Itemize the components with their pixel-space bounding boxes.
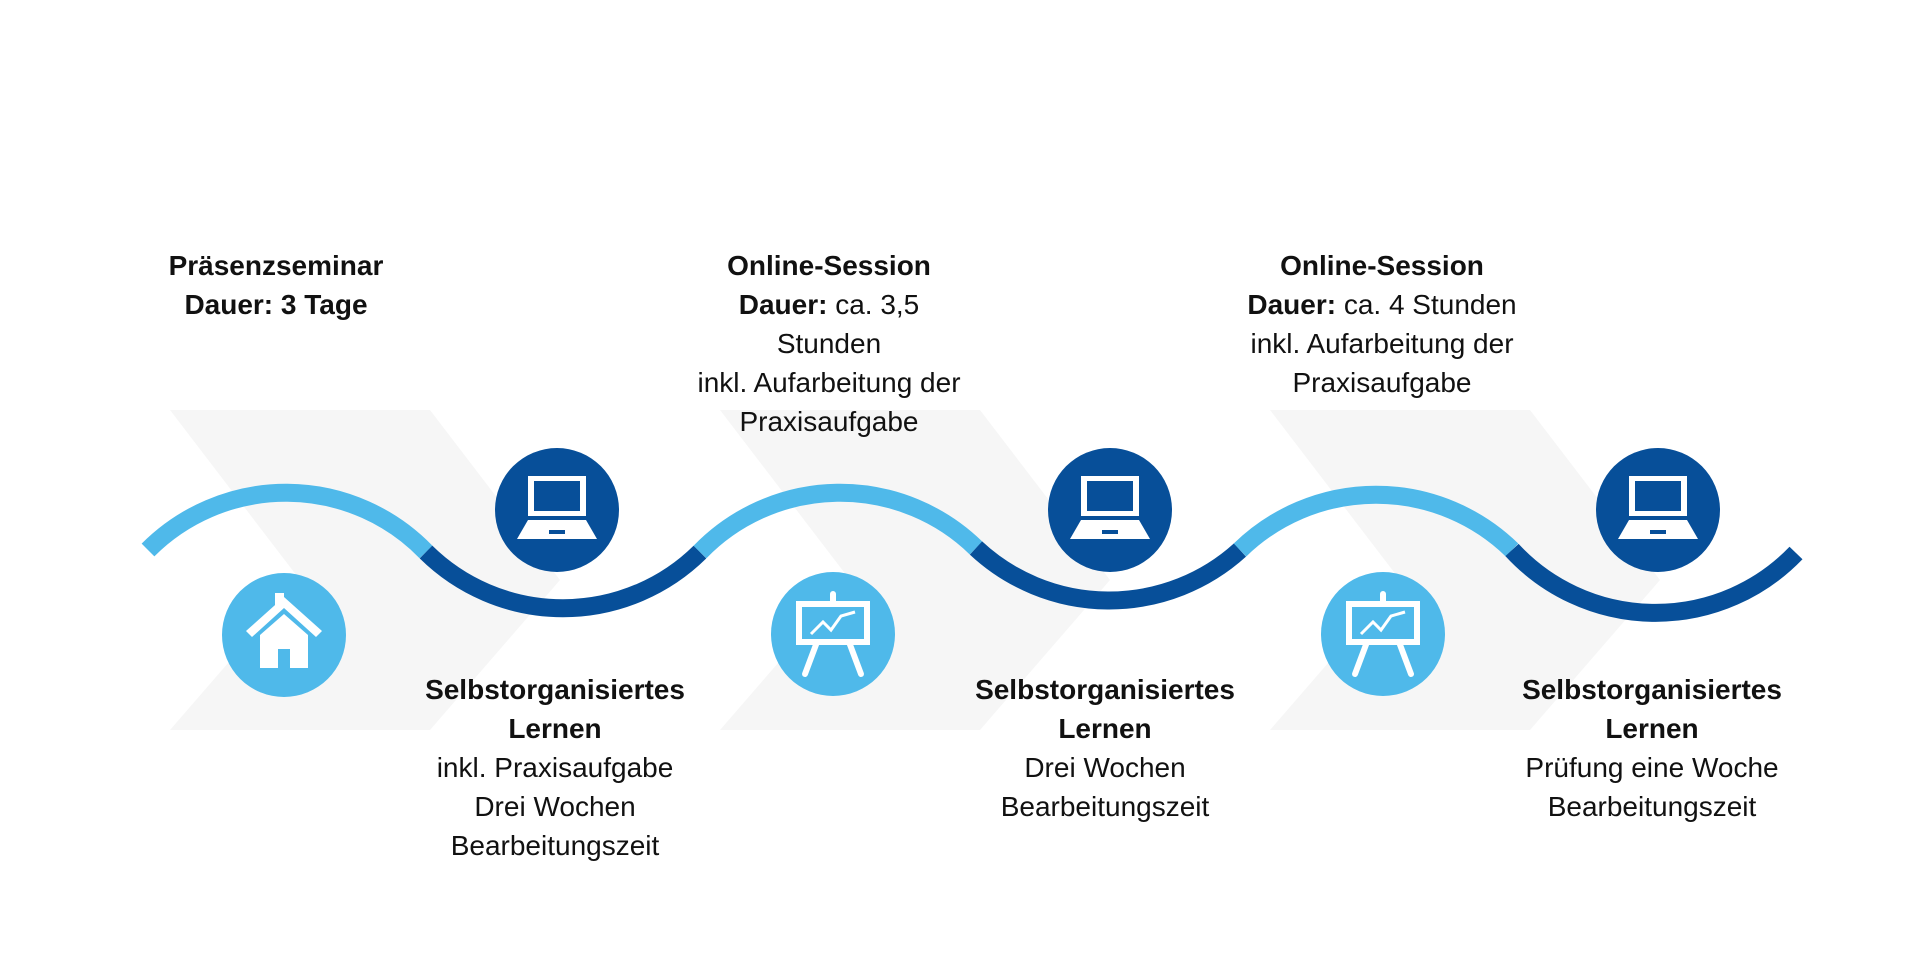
step-detail: Prüfung eine Woche [1525,752,1779,783]
duration-label: Dauer: [184,289,274,320]
duration-value: ca. 3,5 [835,289,920,320]
step-detail: Praxisaufgabe [1292,367,1472,398]
step-title-1: Selbstorganisiertes [1522,674,1782,705]
duration-value: 3 Tage [280,289,368,320]
step-title-1: Selbstorganisiertes [975,674,1235,705]
laptop-icon [1048,448,1172,572]
step-detail: inkl. Aufarbeitung der [697,367,961,398]
step-detail: Bearbeitungszeit [1547,791,1757,822]
step-detail: inkl. Praxisaufgabe [436,752,674,783]
step-title: Präsenzseminar [168,250,384,281]
step-detail: Drei Wochen [474,791,636,822]
duration-label: Dauer: [1247,289,1337,320]
duration-value: ca. 4 Stunden [1343,289,1517,320]
laptop-icon [495,448,619,572]
step-selbstorganisiertes-lernen-2: Selbstorganisiertes Lernen Drei Wochen B… [935,670,1275,826]
step-detail: Praxisaufgabe [739,406,919,437]
wave-arc-dark-2 [969,541,1247,610]
wave-arc-dark-1 [419,545,707,618]
step-praesenzseminar: Präsenzseminar Dauer: 3 Tage [106,246,446,324]
laptop-icon [1596,448,1720,572]
presentation-board-icon [771,572,895,696]
step-title-2: Lernen [508,713,602,744]
step-selbstorganisiertes-lernen-1: Selbstorganisiertes Lernen inkl. Praxisa… [385,670,725,865]
wave-arc-light-1 [141,483,433,559]
step-duration: Dauer: ca. 3,5 [659,285,999,324]
wave-arc-light-2 [693,483,983,559]
step-title: Online-Session [727,250,931,281]
duration-label: Dauer: [738,289,828,320]
wave-arc-dark-3 [1505,543,1803,622]
house-icon [222,573,346,697]
wave-arc-light-3 [1233,485,1519,557]
presentation-board-icon [1321,572,1445,696]
step-detail: Bearbeitungszeit [1000,791,1210,822]
step-online-session-2: Online-Session Dauer: ca. 4 Stunden inkl… [1212,246,1552,402]
step-selbstorganisiertes-lernen-3: Selbstorganisiertes Lernen Prüfung eine … [1482,670,1822,826]
step-duration: Dauer: 3 Tage [106,285,446,324]
step-title: Online-Session [1280,250,1484,281]
step-detail: Drei Wochen [1024,752,1186,783]
step-detail: inkl. Aufarbeitung der [1250,328,1514,359]
step-title-2: Lernen [1058,713,1152,744]
step-duration: Dauer: ca. 4 Stunden [1212,285,1552,324]
step-title-1: Selbstorganisiertes [425,674,685,705]
step-detail: Bearbeitungszeit [450,830,660,861]
step-title-2: Lernen [1605,713,1699,744]
step-detail: Stunden [776,328,882,359]
step-online-session-1: Online-Session Dauer: ca. 3,5 Stunden in… [659,246,999,441]
